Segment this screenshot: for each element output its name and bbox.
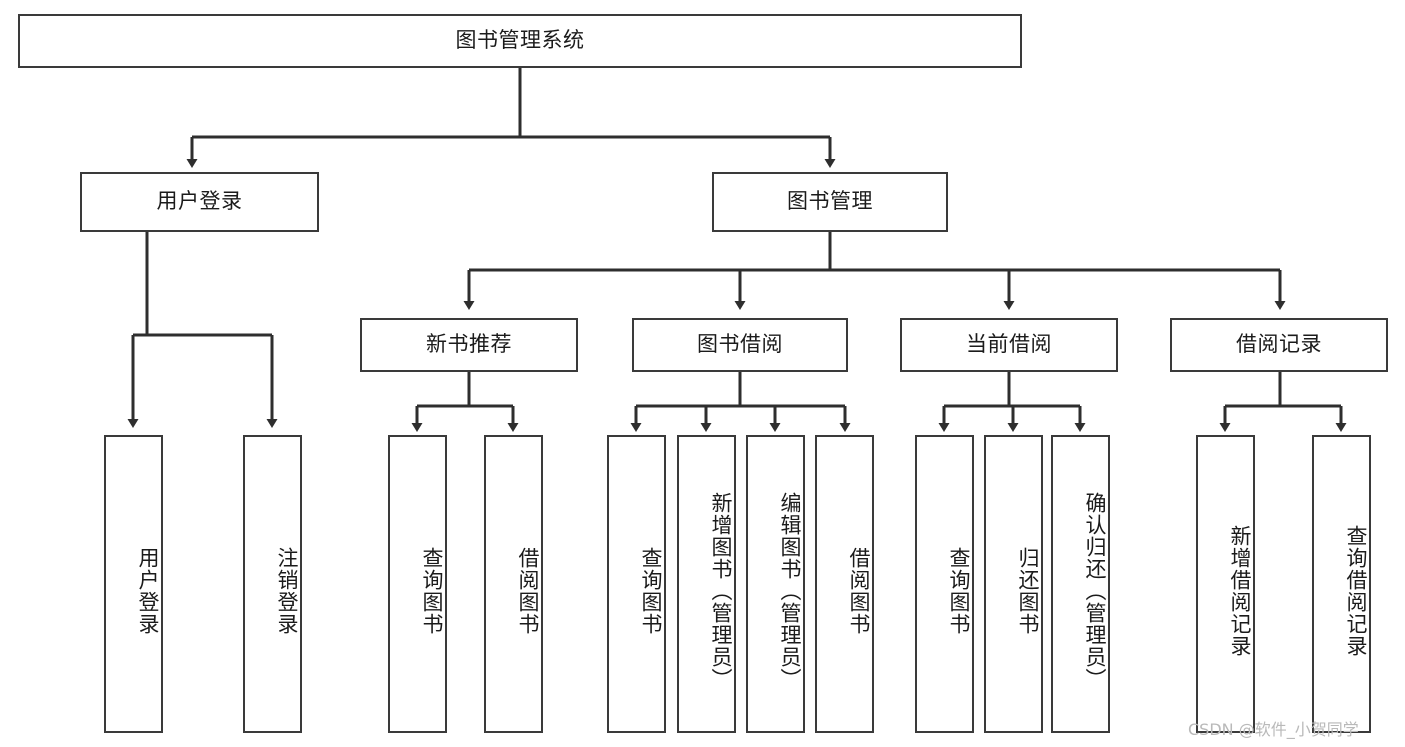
- leaf-new-book-query-book[interactable]: 查询图书: [388, 435, 447, 733]
- node-label: 当前借阅: [966, 332, 1052, 357]
- node-label: 查询图书: [639, 547, 663, 635]
- node-label: 借阅记录: [1236, 332, 1322, 357]
- leaf-book-borrow-borrow-book[interactable]: 借阅图书: [815, 435, 874, 733]
- node-label: 编辑图书（管理员）: [778, 492, 802, 690]
- node-label: 查询借阅记录: [1344, 525, 1368, 657]
- node-label: 查询图书: [420, 547, 444, 635]
- leaf-current-borrow-query-book[interactable]: 查询图书: [915, 435, 974, 733]
- leaf-user-login-logout[interactable]: 注销登录: [243, 435, 302, 733]
- node-label: 图书管理系统: [455, 28, 585, 53]
- node-label: 注销登录: [275, 547, 299, 635]
- node-label: 图书借阅: [697, 332, 783, 357]
- node-new-book-recommend[interactable]: 新书推荐: [360, 318, 578, 372]
- leaf-book-borrow-add-book-admin[interactable]: 新增图书（管理员）: [677, 435, 736, 733]
- node-label: 借阅图书: [847, 547, 871, 635]
- node-label: 新增图书（管理员）: [709, 492, 733, 690]
- node-label: 图书管理: [787, 189, 873, 214]
- leaf-current-borrow-return-book[interactable]: 归还图书: [984, 435, 1043, 733]
- node-label: 确认归还（管理员）: [1083, 492, 1107, 690]
- leaf-borrow-record-add-record[interactable]: 新增借阅记录: [1196, 435, 1255, 733]
- node-book-management[interactable]: 图书管理: [712, 172, 948, 232]
- node-root-book-management-system[interactable]: 图书管理系统: [18, 14, 1022, 68]
- node-label: 新增借阅记录: [1228, 525, 1252, 657]
- node-user-login[interactable]: 用户登录: [80, 172, 319, 232]
- node-borrow-record[interactable]: 借阅记录: [1170, 318, 1388, 372]
- leaf-book-borrow-edit-book-admin[interactable]: 编辑图书（管理员）: [746, 435, 805, 733]
- leaf-user-login-login[interactable]: 用户登录: [104, 435, 163, 733]
- node-label: 用户登录: [136, 547, 160, 635]
- node-current-borrow[interactable]: 当前借阅: [900, 318, 1118, 372]
- node-book-borrow[interactable]: 图书借阅: [632, 318, 848, 372]
- leaf-new-book-borrow-book[interactable]: 借阅图书: [484, 435, 543, 733]
- node-label: 用户登录: [156, 189, 243, 214]
- watermark-csdn: CSDN @软件_小贺同学: [1188, 720, 1359, 739]
- node-label: 归还图书: [1016, 547, 1040, 635]
- node-label: 新书推荐: [426, 332, 512, 357]
- leaf-book-borrow-query-book[interactable]: 查询图书: [607, 435, 666, 733]
- leaf-current-borrow-confirm-return-admin[interactable]: 确认归还（管理员）: [1051, 435, 1110, 733]
- node-label: 查询图书: [947, 547, 971, 635]
- node-label: 借阅图书: [516, 547, 540, 635]
- leaf-borrow-record-query-record[interactable]: 查询借阅记录: [1312, 435, 1371, 733]
